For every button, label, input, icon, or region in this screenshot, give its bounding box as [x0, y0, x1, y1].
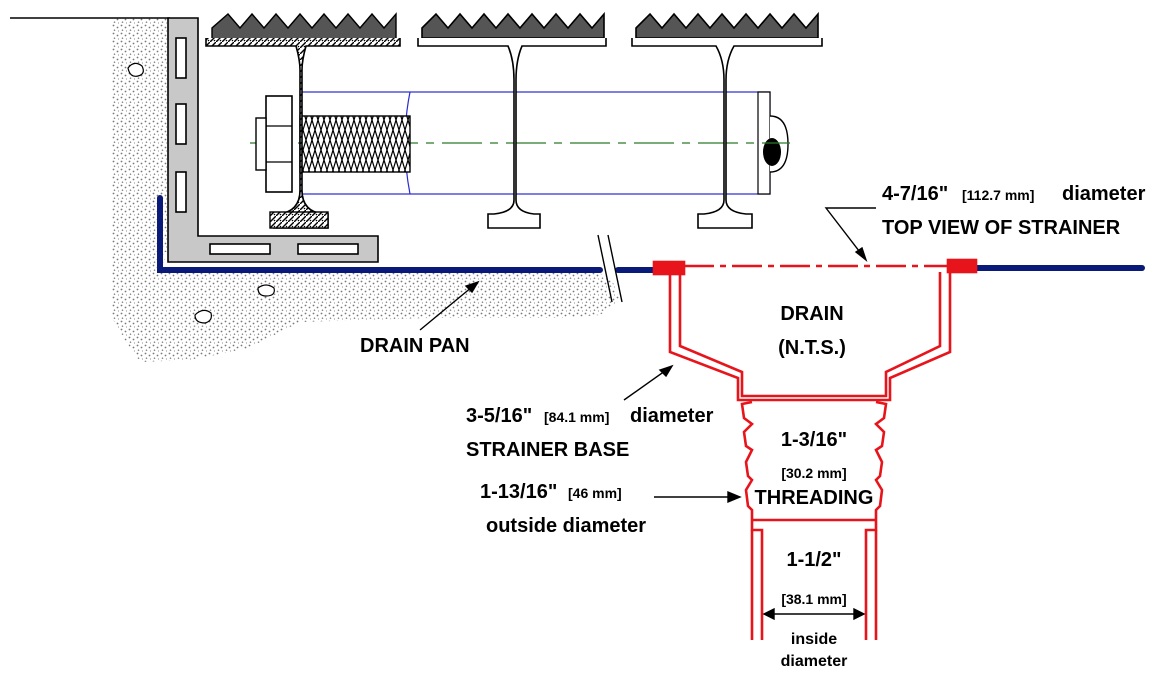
drain-nts-label: (N.T.S.): [778, 337, 846, 359]
top-diameter-word: diameter: [1062, 183, 1146, 205]
label-threading: 1-3/16" [30.2 mm] THREADING: [755, 429, 874, 509]
threading-dim: 1-3/16": [781, 429, 847, 451]
label-strainer-base: 3-5/16" [84.1 mm] diameter STRAINER BASE: [466, 405, 714, 461]
strainer-base-word: diameter: [630, 405, 714, 427]
top-diameter-mm: [112.7 mm]: [962, 187, 1034, 203]
outside-word: outside diameter: [486, 515, 646, 537]
inside-mm: [38.1 mm]: [781, 591, 846, 607]
threading-mm: [30.2 mm]: [781, 465, 846, 481]
label-inside-diameter: 1-1/2" [38.1 mm] inside diameter: [781, 549, 848, 670]
drain-pan-label: DRAIN PAN: [360, 335, 470, 357]
strainer-base-dim: 3-5/16": [466, 405, 532, 427]
outside-mm: [46 mm]: [568, 485, 622, 501]
top-view-label: TOP VIEW OF STRAINER: [882, 217, 1121, 239]
drain-label: DRAIN: [780, 303, 843, 325]
strainer-base-mm: [84.1 mm]: [544, 409, 609, 425]
label-outside-diameter: 1-13/16" [46 mm] outside diameter: [480, 481, 646, 537]
drain-body: [652, 258, 978, 640]
grating-bar-3: [631, 11, 823, 229]
hex-nut: [265, 95, 293, 193]
inside-dim: 1-1/2": [786, 549, 841, 571]
top-diameter-dim: 4-7/16": [882, 183, 948, 205]
threading-label: THREADING: [755, 487, 874, 509]
tie-rod: [250, 91, 790, 195]
aggregate-stone: [194, 309, 212, 324]
aggregate-stone: [257, 284, 275, 297]
inside-word-2: diameter: [781, 653, 848, 670]
concrete-slab: [10, 17, 620, 362]
inside-word-1: inside: [791, 631, 837, 648]
grating-bar-2: [417, 11, 607, 229]
bearing-plate: [269, 211, 329, 229]
leader-lines: [419, 207, 876, 621]
label-top-diameter: 4-7/16" [112.7 mm] diameter TOP VIEW OF …: [882, 183, 1146, 239]
aggregate-stone: [127, 62, 144, 77]
outside-dim: 1-13/16": [480, 481, 557, 503]
embedded-frame: [167, 17, 379, 263]
strainer-base-label: STRAINER BASE: [466, 439, 629, 461]
